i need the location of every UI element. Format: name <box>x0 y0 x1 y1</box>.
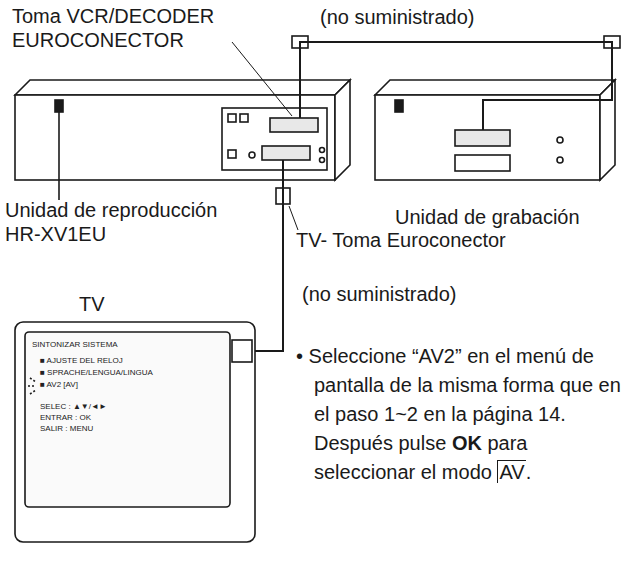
jack <box>228 114 236 122</box>
socket-label: TV- Toma Euroconector <box>296 228 506 252</box>
jack <box>557 137 563 143</box>
cable-stub <box>282 160 284 180</box>
scart-socket <box>270 118 318 132</box>
playback-unit: Unidad de reproducción HR-XV1EU <box>15 80 350 180</box>
screen-menu-text: SELEC : ▲▼/◄► <box>40 402 107 412</box>
instruction-text: . <box>526 461 532 483</box>
scart-plug <box>232 340 252 362</box>
recorder-top <box>375 80 615 95</box>
pointer-mark <box>30 378 36 382</box>
socket-label: Toma VCR/DECODER EUROCONECTOR <box>12 4 237 52</box>
vcr-side <box>335 80 350 180</box>
pointer-mark <box>28 385 36 387</box>
scart-socket <box>455 155 510 171</box>
screen-menu-text: ■ AV2 [AV] <box>40 380 78 390</box>
screen-menu-text: ■ AJUSTE DEL RELOJ <box>40 356 123 366</box>
jack <box>249 152 255 158</box>
screen-menu-text: ENTRAR : OK <box>40 413 91 423</box>
power-cord <box>58 112 60 200</box>
cable-stub <box>299 80 301 118</box>
power-cord <box>395 100 403 112</box>
screen-menu-text: ■ SPRACHE/LENGUA/LINGUA <box>40 368 153 378</box>
button-name: OK <box>452 432 482 454</box>
instruction-text: • Seleccione “AV2” en el menú de pantall… <box>296 342 629 487</box>
device-name: Unidad de grabación <box>395 205 625 229</box>
jack <box>228 150 236 158</box>
scart-socket <box>262 146 310 160</box>
cable-note: (no suministrado) <box>300 282 459 306</box>
jack <box>320 148 325 153</box>
rear-panel <box>222 108 327 170</box>
tv-body <box>15 322 255 542</box>
vcr-front <box>15 95 335 180</box>
scart-cable <box>300 42 612 80</box>
pointer-mark <box>30 390 36 394</box>
jack <box>240 114 248 122</box>
screen-menu-text: SALIR : MENU <box>40 424 93 434</box>
scart-socket <box>455 130 510 146</box>
tv-screen <box>25 332 230 507</box>
power-cord <box>55 100 63 112</box>
cable-stub <box>483 80 612 130</box>
scart-cable <box>255 180 283 351</box>
leader-line <box>289 206 298 230</box>
device-name: Unidad de reproducción HR-XV1EU <box>5 198 245 246</box>
leader-line <box>232 42 292 116</box>
recorder-front <box>375 95 600 180</box>
jack <box>320 158 325 163</box>
screen-menu-text: SINTONIZAR SISTEMA <box>32 340 118 350</box>
jack <box>557 157 563 163</box>
recording-unit: Unidad de grabación <box>375 80 615 180</box>
device-name: TV <box>79 292 139 316</box>
mode-indicator: AV <box>497 460 525 483</box>
cable-note: (no suministrado) <box>318 5 477 29</box>
